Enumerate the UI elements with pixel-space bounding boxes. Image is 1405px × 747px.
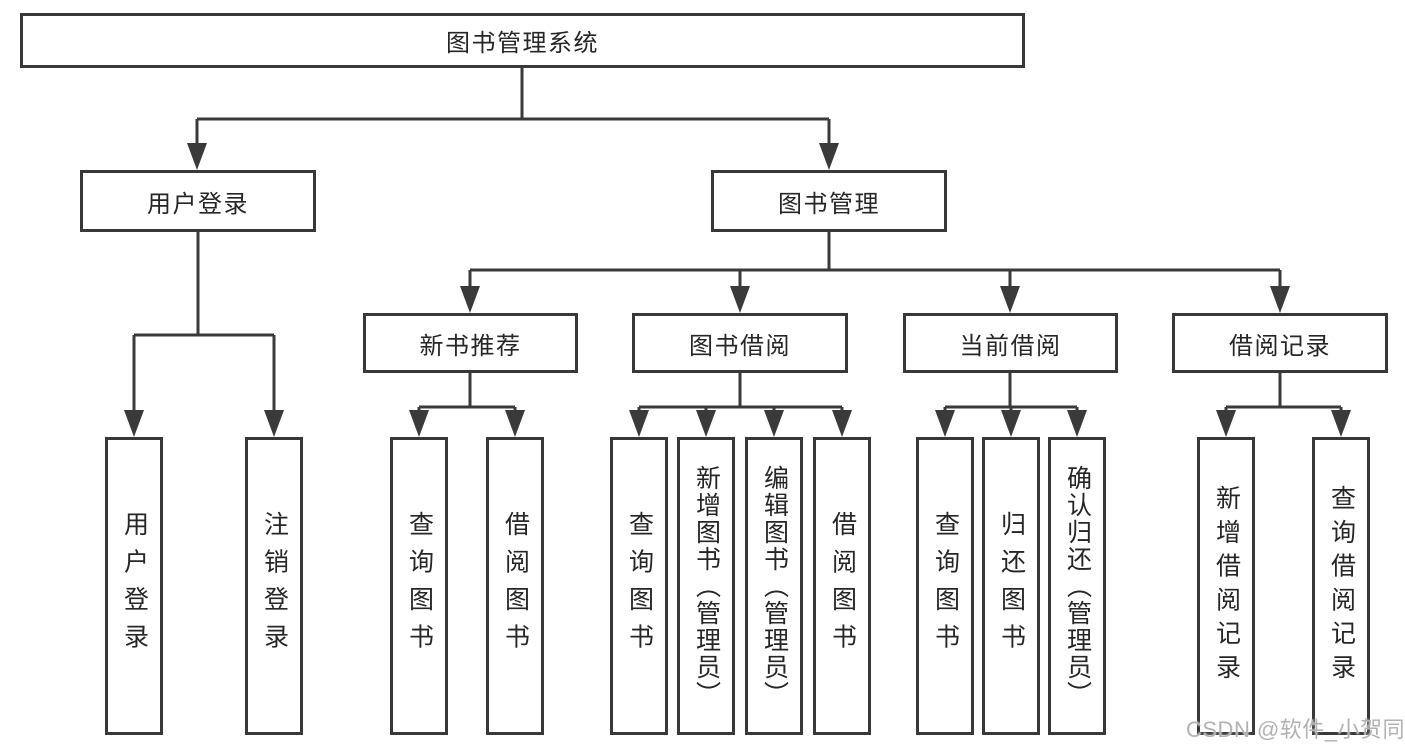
connector (935, 373, 1087, 437)
node-leaf-add-books-admin: 新增图书（管理员） (677, 437, 735, 735)
node-label: 归还图书 (997, 511, 1026, 661)
node-leaf-query-books-borrowing: 查询图书 (610, 437, 668, 735)
node-leaf-borrow-books-borrowing: 借阅图书 (813, 437, 871, 735)
arrowhead-down-icon (764, 410, 784, 437)
arrowhead-down-icon (124, 410, 144, 437)
node-label: 用户登录 (147, 190, 249, 218)
node-label: 查询借阅记录 (1327, 484, 1356, 688)
connector (460, 232, 1290, 313)
connector (124, 232, 284, 437)
node-current-borrowing: 当前借阅 (903, 313, 1118, 373)
csdn-watermark: CSDN @软件_小贺同学 (1186, 717, 1405, 742)
arrowhead-down-icon (819, 143, 839, 170)
node-root-library-system: 图书管理系统 (20, 13, 1025, 68)
node-leaf-query-books-current: 查询图书 (916, 437, 974, 735)
arrowhead-down-icon (935, 410, 955, 437)
node-label: 当前借阅 (959, 332, 1062, 360)
arrowhead-down-icon (1000, 286, 1020, 313)
node-label: 查询图书 (931, 511, 960, 661)
arrowhead-down-icon (187, 143, 207, 170)
node-new-book-recommend: 新书推荐 (363, 313, 578, 373)
connector (409, 373, 525, 437)
arrowhead-down-icon (460, 286, 480, 313)
arrowhead-down-icon (629, 410, 649, 437)
node-label: 用户登录 (120, 511, 149, 661)
node-leaf-query-borrow-record: 查询借阅记录 (1312, 437, 1370, 735)
node-label: 确认归还（管理员） (1063, 464, 1092, 708)
connector (187, 68, 839, 170)
node-leaf-borrow-books-recommend: 借阅图书 (486, 437, 544, 735)
connector (1216, 373, 1351, 437)
node-label: 查询图书 (625, 511, 654, 661)
connector-path (1224, 373, 1343, 423)
connector-path (417, 373, 517, 423)
node-label: 注销登录 (260, 511, 289, 661)
arrowhead-down-icon (1331, 410, 1351, 437)
arrowhead-down-icon (1067, 410, 1087, 437)
connector-path (132, 232, 276, 423)
node-leaf-query-books-recommend: 查询图书 (390, 437, 448, 735)
node-label: 编辑图书（管理员） (760, 464, 789, 708)
node-leaf-confirm-return-admin: 确认归还（管理员） (1048, 437, 1106, 735)
node-label: 图书管理系统 (446, 30, 599, 57)
node-label: 查询图书 (405, 511, 434, 661)
arrowhead-down-icon (696, 410, 716, 437)
node-label: 新增图书（管理员） (692, 464, 721, 708)
node-label: 图书管理 (778, 190, 880, 218)
arrowhead-down-icon (730, 286, 750, 313)
arrowhead-down-icon (1270, 286, 1290, 313)
node-user-login: 用户登录 (80, 170, 316, 232)
node-book-management: 图书管理 (711, 170, 947, 232)
connector-path (468, 232, 1282, 299)
connector-path (195, 68, 831, 156)
node-borrowing-records: 借阅记录 (1172, 313, 1388, 373)
connector-path (637, 373, 844, 423)
node-leaf-user-login: 用户登录 (105, 437, 163, 735)
node-label: 借阅记录 (1229, 332, 1331, 360)
arrowhead-down-icon (505, 410, 525, 437)
node-leaf-return-books: 归还图书 (982, 437, 1040, 735)
node-label: 图书借阅 (689, 332, 791, 360)
node-book-borrowing: 图书借阅 (632, 313, 848, 373)
arrowhead-down-icon (264, 410, 284, 437)
node-leaf-add-borrow-record: 新增借阅记录 (1197, 437, 1255, 735)
node-leaf-edit-books-admin: 编辑图书（管理员） (745, 437, 803, 735)
arrowhead-down-icon (832, 410, 852, 437)
connector (629, 373, 852, 437)
node-label: 新书推荐 (419, 332, 522, 360)
arrowhead-down-icon (1001, 410, 1021, 437)
node-label: 新增借阅记录 (1212, 484, 1241, 688)
node-label: 借阅图书 (828, 511, 857, 661)
node-label: 借阅图书 (501, 511, 530, 661)
node-leaf-logout: 注销登录 (245, 437, 303, 735)
arrowhead-down-icon (1216, 410, 1236, 437)
arrowhead-down-icon (409, 410, 429, 437)
